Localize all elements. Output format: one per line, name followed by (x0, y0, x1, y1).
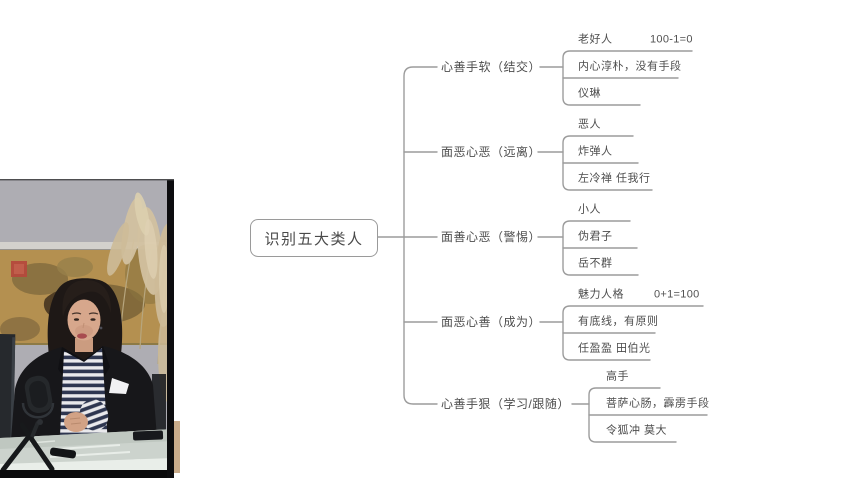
topic-note: 100-1=0 (650, 33, 693, 46)
subtopic[interactable]: 老好人 (578, 33, 613, 46)
main-topic-1[interactable]: 心善手软（结交） (441, 60, 542, 74)
chair-back (152, 374, 166, 430)
subtopic[interactable]: 仪琳 (578, 87, 601, 100)
subtopic[interactable]: 任盈盈 田伯光 (578, 342, 651, 355)
subtopic[interactable]: 炸弹人 (578, 145, 613, 158)
pocket-square (109, 378, 129, 394)
subtopic[interactable]: 内心淳朴，没有手段 (578, 60, 682, 73)
subtopic[interactable]: 恶人 (578, 118, 601, 131)
lips (77, 333, 87, 339)
subtopic[interactable]: 魅力人格 (578, 288, 624, 301)
microphone (0, 375, 77, 473)
subtopic[interactable]: 小人 (578, 203, 601, 216)
presenter-video (0, 179, 174, 478)
subtopic[interactable]: 菩萨心肠，霹雳手段 (606, 397, 710, 410)
earring (99, 326, 103, 330)
main-topic-5[interactable]: 心善手狠（学习/跟随） (441, 397, 570, 411)
subtopic[interactable]: 有底线，有原则 (578, 315, 659, 328)
neck (75, 338, 93, 352)
subtopic[interactable]: 令狐冲 莫大 (606, 424, 668, 437)
topic-note: 0+1=100 (654, 288, 700, 301)
main-topic-2[interactable]: 面恶心恶（远离） (441, 145, 542, 159)
presenter-video-illustration (0, 179, 174, 478)
eye (90, 318, 96, 321)
subtopic[interactable]: 左冷禅 任我行 (578, 172, 651, 185)
main-topic-3[interactable]: 面善心恶（警惕） (441, 230, 542, 244)
main-topic-4[interactable]: 面恶心善（成为） (441, 315, 542, 329)
letterbox-bottom (0, 470, 174, 478)
video-top-border (0, 179, 174, 181)
spine-connector (403, 66, 438, 405)
hand (64, 412, 88, 432)
subtopic[interactable]: 岳不群 (578, 257, 613, 270)
monitor (0, 333, 16, 447)
bangs (62, 280, 112, 317)
desk-clamp (132, 430, 164, 441)
eye (73, 318, 80, 321)
subtopic[interactable]: 高手 (606, 370, 629, 383)
video-edge-artifact (174, 421, 180, 473)
video-right-border (167, 179, 174, 478)
central-topic[interactable]: 识别五大类人 (250, 219, 378, 257)
subtopic[interactable]: 伪君子 (578, 230, 613, 243)
